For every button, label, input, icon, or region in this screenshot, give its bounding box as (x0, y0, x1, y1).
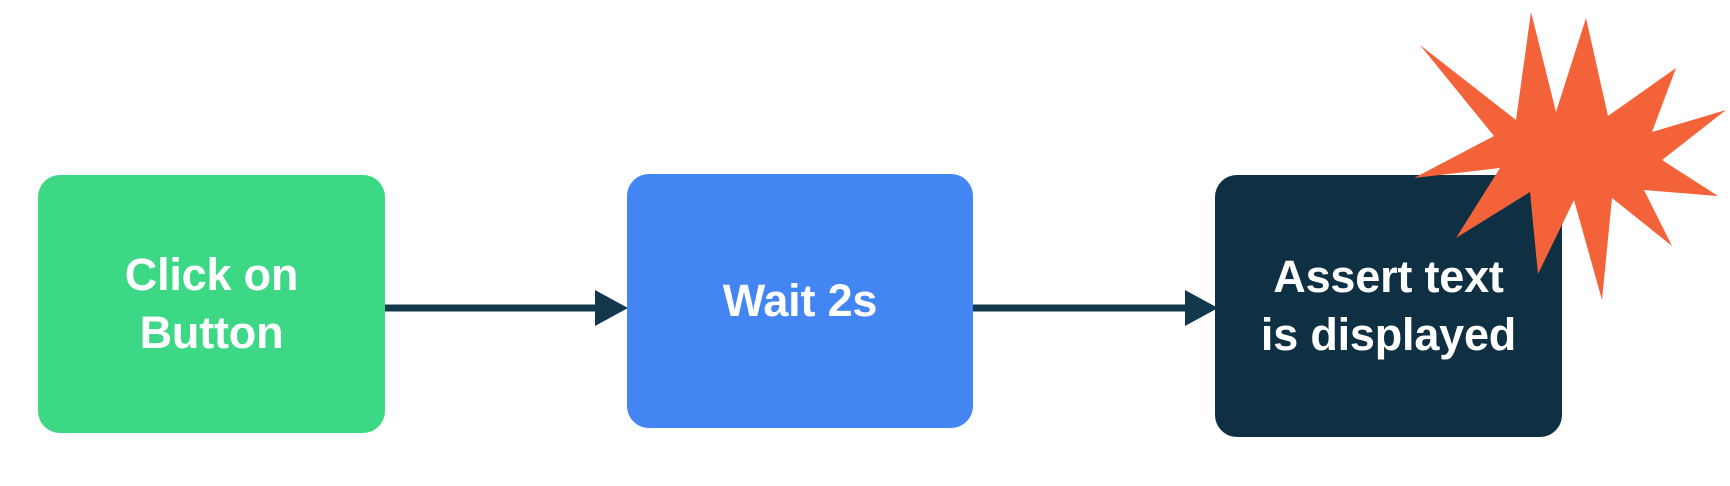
arrow-click-to-wait (385, 290, 628, 326)
node-assert-text-is-displayed[interactable]: Assert text is displayed (1215, 175, 1562, 437)
starburst-icon (1414, 12, 1726, 300)
node-click-on-button[interactable]: Click on Button (38, 175, 385, 433)
node-click-on-button-label: Click on Button (124, 249, 299, 358)
node-wait-2s-label: Wait 2s (722, 275, 878, 327)
node-assert-text-is-displayed-label: Assert text is displayed (1260, 251, 1517, 360)
arrow-wait-to-assert (973, 290, 1218, 326)
node-wait-2s[interactable]: Wait 2s (627, 174, 973, 428)
